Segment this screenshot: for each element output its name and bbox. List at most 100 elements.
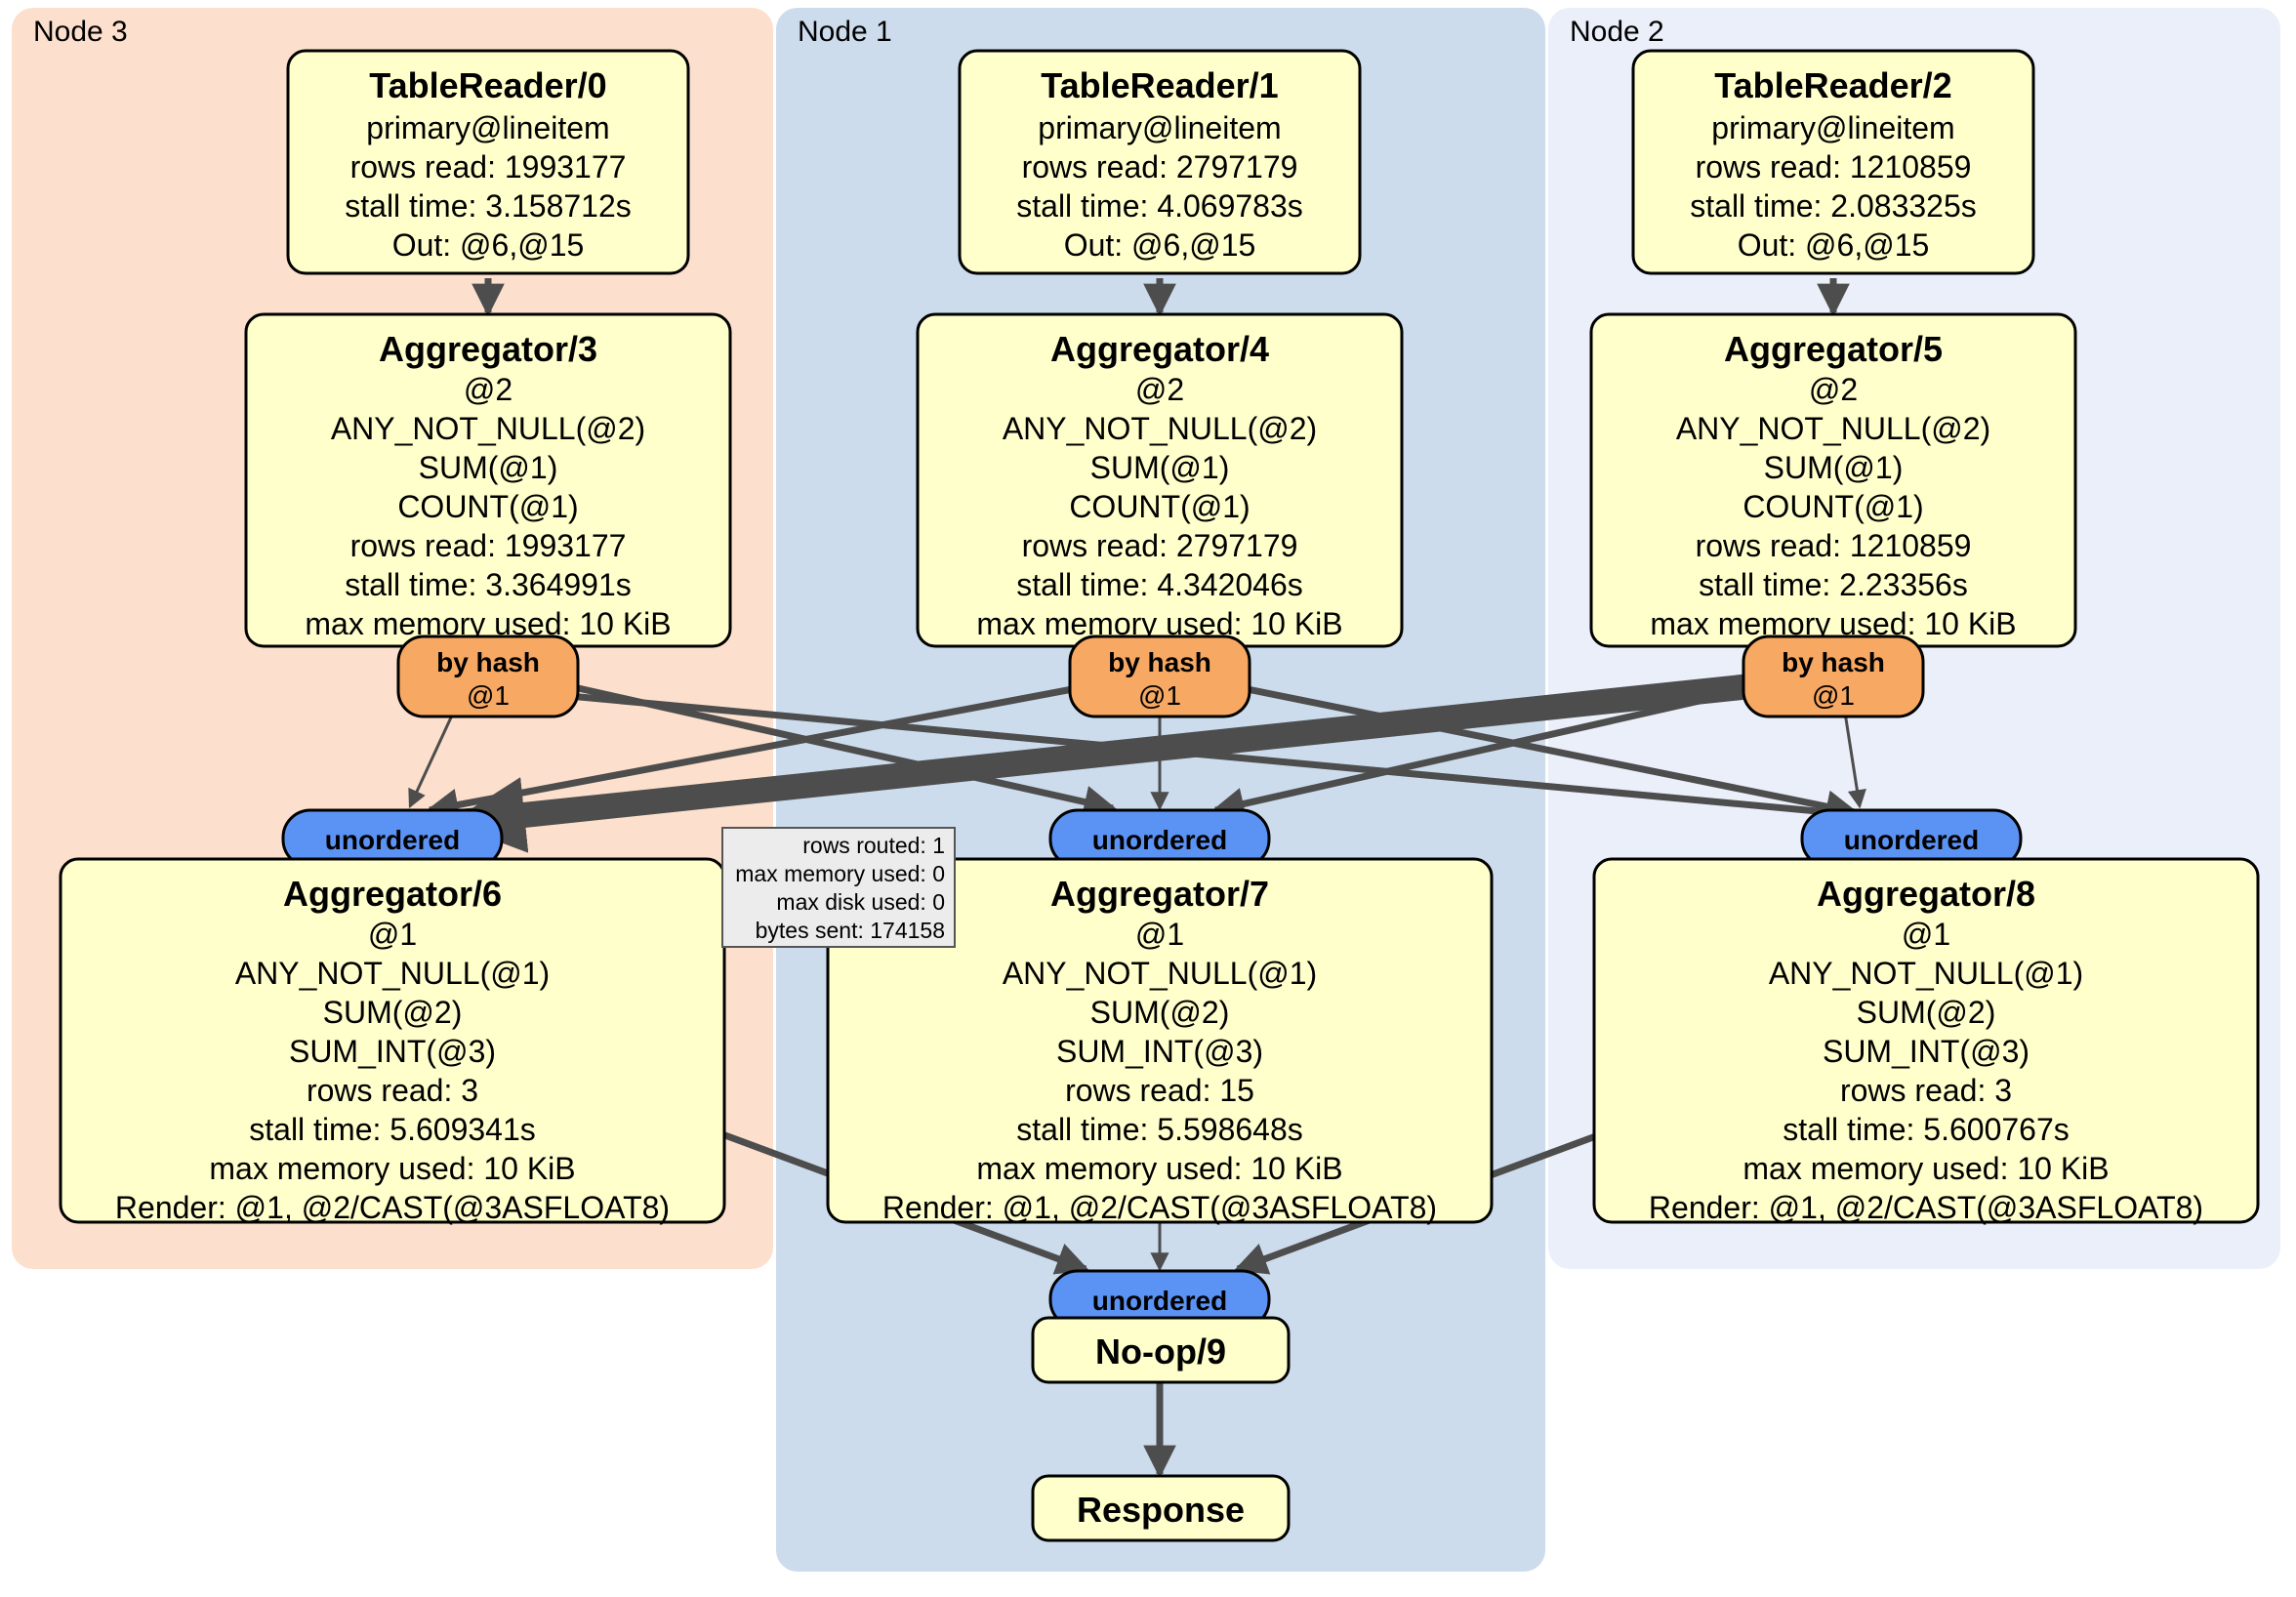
operator-node-aggregator-4[interactable]: Aggregator/4 @2 ANY_NOT_NULL(@2) SUM(@1)…: [916, 312, 1404, 648]
aggregator-7-box[interactable]: [826, 857, 1494, 1224]
unordered-3-label: unordered: [1092, 1286, 1227, 1316]
aggregator-6-line-6: max memory used: 10 KiB: [209, 1151, 575, 1186]
tooltip-line-1: max memory used: 0: [735, 861, 945, 886]
operator-node-aggregator-3[interactable]: Aggregator/3 @2 ANY_NOT_NULL(@2) SUM(@1)…: [244, 312, 732, 648]
aggregator-3-title: Aggregator/3: [379, 329, 597, 369]
tablereader-2-line-0: primary@lineitem: [1711, 110, 1954, 145]
edge-hash1-to-unordered0: [425, 681, 1094, 822]
tablereader-2-line-3: Out: @6,@15: [1738, 227, 1930, 263]
operator-node-aggregator-8[interactable]: Aggregator/8 @1 ANY_NOT_NULL(@1) SUM(@2)…: [1592, 857, 2260, 1225]
aggregator-4-line-4: rows read: 2797179: [1022, 528, 1298, 563]
edge-hash2-to-unordered0: [448, 671, 1781, 853]
aggregator-3-line-1: ANY_NOT_NULL(@2): [331, 411, 645, 446]
operator-node-aggregator-7[interactable]: Aggregator/7 @1 ANY_NOT_NULL(@1) SUM(@2)…: [826, 857, 1494, 1225]
aggregator-8-title: Aggregator/8: [1817, 874, 2035, 914]
aggregator-5-line-2: SUM(@1): [1764, 450, 1904, 485]
aggregator-4-line-5: stall time: 4.342046s: [1016, 567, 1303, 602]
noop-9-title: No-op/9: [1095, 1331, 1226, 1372]
aggregator-8-line-3: SUM_INT(@3): [1823, 1034, 2030, 1069]
unordered-1-label: unordered: [1092, 825, 1227, 855]
noop-9-box[interactable]: [1031, 1316, 1291, 1384]
operator-node-aggregator-5[interactable]: Aggregator/5 @2 ANY_NOT_NULL(@2) SUM(@1)…: [1589, 312, 2077, 648]
operator-node-tablereader-2[interactable]: TableReader/2 primary@lineitem rows read…: [1631, 49, 2035, 275]
tablereader-1-line-0: primary@lineitem: [1038, 110, 1281, 145]
aggregator-7-line-0: @1: [1135, 917, 1184, 952]
by-hash-0-sub: @1: [467, 680, 510, 711]
aggregator-6-line-3: SUM_INT(@3): [289, 1034, 496, 1069]
aggregator-5-line-4: rows read: 1210859: [1696, 528, 1972, 563]
aggregator-6-line-7: Render: @1, @2/CAST(@3ASFLOAT8): [115, 1190, 670, 1225]
aggregator-3-line-0: @2: [464, 372, 512, 407]
by-hash-1-label: by hash: [1108, 647, 1211, 677]
stream-unordered-0[interactable]: unordered: [281, 808, 504, 869]
aggregator-8-line-4: rows read: 3: [1840, 1073, 2012, 1108]
aggregator-6-box[interactable]: [59, 857, 726, 1224]
aggregator-6-title: Aggregator/6: [283, 874, 502, 914]
aggregator-8-line-1: ANY_NOT_NULL(@1): [1769, 956, 2083, 991]
by-hash-0-pill[interactable]: [396, 635, 580, 718]
aggregator-4-line-1: ANY_NOT_NULL(@2): [1003, 411, 1317, 446]
response-box[interactable]: [1031, 1474, 1291, 1542]
router-by-hash-2[interactable]: by hash @1: [1742, 635, 1925, 718]
aggregator-8-box[interactable]: [1592, 857, 2260, 1224]
unordered-2-label: unordered: [1844, 825, 1979, 855]
aggregator-5-line-3: COUNT(@1): [1742, 489, 1923, 524]
operator-node-aggregator-6[interactable]: Aggregator/6 @1 ANY_NOT_NULL(@1) SUM(@2)…: [59, 857, 726, 1225]
aggregator-8-line-2: SUM(@2): [1857, 995, 1996, 1030]
operator-node-response[interactable]: Response: [1031, 1474, 1291, 1542]
edge-hash2-to-unordered1: [1210, 681, 1770, 820]
aggregator-3-line-2: SUM(@1): [419, 450, 558, 485]
aggregator-5-line-5: stall time: 2.23356s: [1699, 567, 1968, 602]
aggregator-7-line-6: max memory used: 10 KiB: [976, 1151, 1342, 1186]
aggregator-7-line-4: rows read: 15: [1065, 1073, 1254, 1108]
by-hash-1-sub: @1: [1138, 680, 1181, 711]
by-hash-1-pill[interactable]: [1068, 635, 1251, 718]
aggregator-8-line-7: Render: @1, @2/CAST(@3ASFLOAT8): [1649, 1190, 2203, 1225]
aggregator-4-line-2: SUM(@1): [1090, 450, 1230, 485]
tablereader-1-box[interactable]: [958, 49, 1362, 275]
aggregator-4-line-3: COUNT(@1): [1069, 489, 1250, 524]
aggregator-8-line-6: max memory used: 10 KiB: [1742, 1151, 2109, 1186]
router-by-hash-1[interactable]: by hash @1: [1068, 635, 1251, 718]
tablereader-1-line-2: stall time: 4.069783s: [1016, 188, 1303, 224]
by-hash-2-pill[interactable]: [1742, 635, 1925, 718]
aggregator-6-line-5: stall time: 5.609341s: [249, 1112, 536, 1147]
tooltip-line-2: max disk used: 0: [776, 889, 945, 915]
router-by-hash-0[interactable]: by hash @1: [396, 635, 580, 718]
stream-unordered-2[interactable]: unordered: [1800, 808, 2023, 869]
aggregator-3-line-3: COUNT(@1): [397, 489, 578, 524]
by-hash-0-label: by hash: [436, 647, 540, 677]
tablereader-2-line-1: rows read: 1210859: [1696, 149, 1972, 184]
aggregator-7-line-2: SUM(@2): [1090, 995, 1230, 1030]
tablereader-0-line-2: stall time: 3.158712s: [345, 188, 632, 224]
aggregator-7-title: Aggregator/7: [1050, 874, 1269, 914]
aggregator-7-line-3: SUM_INT(@3): [1056, 1034, 1263, 1069]
tablereader-2-box[interactable]: [1631, 49, 2035, 275]
aggregator-8-line-5: stall time: 5.600767s: [1783, 1112, 2070, 1147]
aggregator-5-title: Aggregator/5: [1724, 329, 1943, 369]
edge-group-hash-to-unordered: [408, 671, 1866, 853]
stream-stats-tooltip-box: [721, 827, 956, 948]
unordered-0-label: unordered: [325, 825, 460, 855]
stream-stats-tooltip: rows routed: 1 max memory used: 0 max di…: [721, 827, 956, 948]
stream-unordered-3[interactable]: unordered: [1048, 1269, 1271, 1330]
aggregator-7-line-1: ANY_NOT_NULL(@1): [1003, 956, 1317, 991]
tablereader-1-title: TableReader/1: [1041, 65, 1278, 105]
by-hash-2-label: by hash: [1782, 647, 1885, 677]
aggregator-5-line-1: ANY_NOT_NULL(@2): [1676, 411, 1990, 446]
aggregator-6-line-2: SUM(@2): [323, 995, 463, 1030]
response-title: Response: [1077, 1490, 1245, 1530]
tooltip-line-3: bytes sent: 174158: [756, 918, 945, 943]
operator-node-noop-9[interactable]: No-op/9: [1031, 1316, 1291, 1384]
aggregator-3-line-4: rows read: 1993177: [350, 528, 627, 563]
operator-node-tablereader-1[interactable]: TableReader/1 primary@lineitem rows read…: [958, 49, 1362, 275]
by-hash-2-sub: @1: [1812, 680, 1855, 711]
aggregator-6-line-4: rows read: 3: [307, 1073, 478, 1108]
tablereader-1-line-3: Out: @6,@15: [1064, 227, 1256, 263]
tooltip-line-0: rows routed: 1: [802, 833, 945, 858]
operator-node-tablereader-0[interactable]: TableReader/0 primary@lineitem rows read…: [286, 49, 690, 275]
stream-unordered-1[interactable]: unordered: [1048, 808, 1271, 869]
tablereader-0-box[interactable]: [286, 49, 690, 275]
